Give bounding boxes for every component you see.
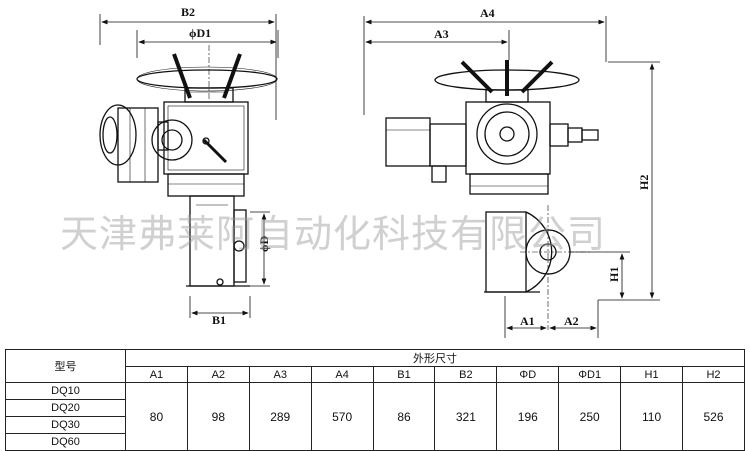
header-phi-d1: ΦD1 xyxy=(558,366,622,383)
label-b1: B1 xyxy=(212,313,226,327)
label-a2: A2 xyxy=(564,314,579,328)
header-b2: B2 xyxy=(434,366,498,383)
value-b1: 86 xyxy=(372,382,436,451)
header-model: 型号 xyxy=(5,349,126,383)
header-h1: H1 xyxy=(620,366,684,383)
header-phi-d: ΦD xyxy=(496,366,560,383)
actuator-dimension-drawing: B2 ϕD1 ϕD B1 A4 A3 H2 H1 A1 A2 xyxy=(99,5,660,338)
label-h2: H2 xyxy=(637,175,651,190)
label-a1: A1 xyxy=(520,314,535,328)
label-b2: B2 xyxy=(181,5,195,19)
model-cell: DQ20 xyxy=(5,399,126,417)
value-a1: 80 xyxy=(125,382,188,451)
dimension-table: 型号 外形尺寸 A1 A2 A3 A4 B1 B2 ΦD ΦD1 H1 H2 D… xyxy=(5,349,745,451)
label-h1: H1 xyxy=(607,267,621,282)
header-dimensions: 外形尺寸 xyxy=(125,349,745,367)
label-a3: A3 xyxy=(434,27,449,41)
model-cell: DQ30 xyxy=(5,416,126,434)
model-cell: DQ10 xyxy=(5,382,126,400)
label-phi-d: ϕD xyxy=(257,236,271,252)
value-a3: 289 xyxy=(248,382,312,451)
label-phi-d1: ϕD1 xyxy=(189,26,211,40)
header-a4: A4 xyxy=(310,366,374,383)
header-a2: A2 xyxy=(186,366,250,383)
header-a1: A1 xyxy=(125,366,188,383)
value-a2: 98 xyxy=(186,382,250,451)
side-view xyxy=(363,16,660,338)
header-h2: H2 xyxy=(682,366,745,383)
value-b2: 321 xyxy=(434,382,498,451)
label-a4: A4 xyxy=(480,6,495,20)
value-h1: 110 xyxy=(620,382,684,451)
value-h2: 526 xyxy=(682,382,745,451)
value-phi-d: 196 xyxy=(496,382,560,451)
header-a3: A3 xyxy=(248,366,312,383)
value-phi-d1: 250 xyxy=(558,382,622,451)
header-b1: B1 xyxy=(372,366,436,383)
value-a4: 570 xyxy=(310,382,374,451)
front-view xyxy=(99,14,279,318)
model-cell: DQ60 xyxy=(5,433,126,451)
